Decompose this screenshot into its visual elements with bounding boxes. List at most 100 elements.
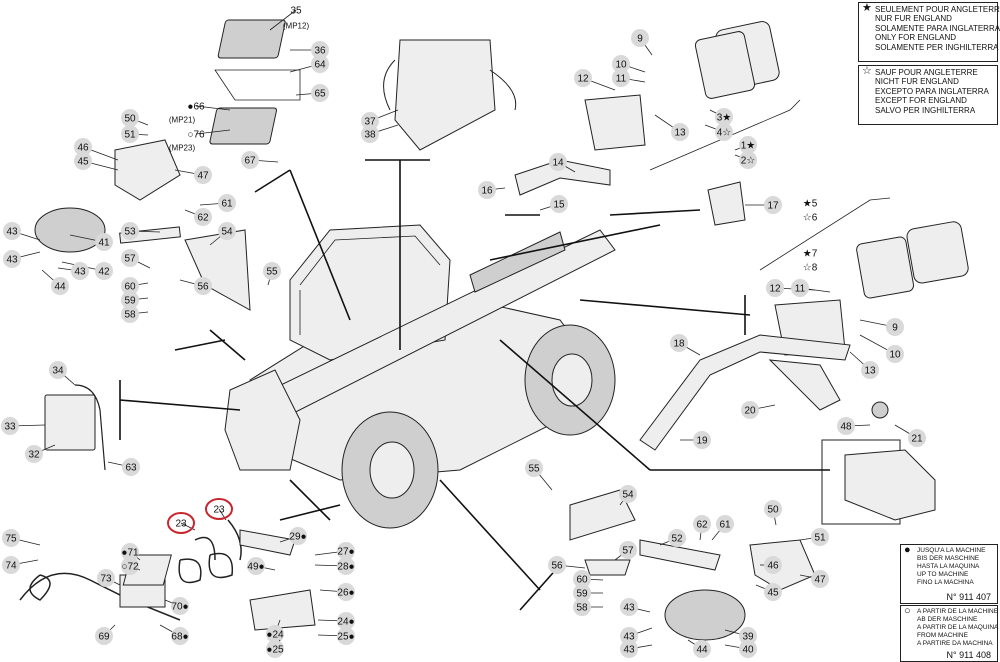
callout-c46b: 46 — [760, 556, 782, 574]
callout-c11a: 11 — [612, 69, 646, 87]
callout-bubble — [620, 598, 638, 616]
callout-bubble — [97, 569, 115, 587]
callout-number: 16 — [481, 186, 493, 197]
callout-c25b: 25● — [317, 627, 355, 645]
callout-number: 49● — [247, 562, 264, 573]
callout-c28: 28● — [314, 557, 355, 575]
legend-line: SEULEMENT POUR ANGLETERRE — [875, 5, 1000, 14]
callout-number: 58 — [124, 310, 136, 321]
callout-number: 11 — [616, 74, 627, 85]
callout-number: 60 — [124, 282, 136, 293]
callout-c37: 37 — [361, 109, 399, 130]
callout-c33: 33 — [1, 417, 46, 435]
callout-number: 28● — [337, 562, 354, 573]
callout-number: (MP23) — [169, 144, 196, 153]
callout-number: 43 — [74, 267, 86, 278]
callout-bubble — [337, 612, 355, 630]
legend-line: AB DER MASCHINE — [917, 616, 978, 623]
callout-number: 38 — [364, 130, 376, 141]
callout-number: 56 — [197, 282, 209, 293]
callout-c44b: 44 — [687, 639, 711, 658]
callout-bubble — [121, 305, 139, 323]
callout-bubble — [218, 194, 236, 212]
callout-number: 10 — [615, 60, 627, 71]
callout-c5: ★5 — [803, 199, 818, 210]
callout-bubble — [693, 515, 711, 533]
callout-number: 35 — [290, 6, 302, 17]
callout-number: 57 — [622, 546, 634, 557]
callout-bubble — [121, 249, 139, 267]
callout-c25a: ●25 — [266, 639, 284, 658]
callout-number: 29● — [289, 532, 306, 543]
callout-number: 34 — [52, 366, 64, 377]
callout-bubble — [2, 556, 20, 574]
legend-line: FROM MACHINE — [917, 632, 968, 639]
callout-bubble — [121, 125, 139, 143]
callout-bubble — [739, 640, 757, 658]
arm-bracket-right — [639, 334, 851, 451]
callout-number: 70● — [171, 602, 188, 613]
callout-c24b: 24● — [317, 612, 355, 630]
callout-number: 73 — [100, 574, 112, 585]
callout-bubble — [525, 459, 543, 477]
callout-number: 44 — [696, 645, 708, 656]
callout-c43b: 43 — [3, 250, 41, 268]
callout-number: 26● — [337, 588, 354, 599]
callout-number: 42 — [98, 267, 110, 278]
legend-line: A PARTIRE DA MACHINA — [917, 640, 993, 647]
callout-bubble — [619, 485, 637, 503]
callout-c58b: 58 — [573, 598, 603, 616]
callout-c49: 49● — [247, 557, 276, 575]
legend-up-to-machine: ● JUSQU'A LA MACHINE BIS DER MASCHINE HA… — [900, 544, 998, 604]
callout-number: 25● — [337, 632, 354, 643]
callout-bubble — [171, 597, 189, 615]
callout-number: ○76 — [187, 130, 205, 141]
callout-number: 61 — [719, 520, 731, 531]
callout-c69: 69 — [95, 624, 116, 645]
callout-c39: 39 — [724, 627, 757, 645]
callout-c9b: 9 — [859, 318, 904, 336]
callout-number: 19 — [696, 436, 708, 447]
callout-bubble — [620, 640, 638, 658]
ecu-modules — [209, 19, 301, 145]
callout-bubble — [121, 277, 139, 295]
callout-number: 51 — [124, 130, 136, 141]
callout-bubble — [791, 279, 809, 297]
callout-bubble — [121, 109, 139, 127]
callout-number: 21 — [911, 434, 923, 445]
callout-c8: ☆8 — [803, 263, 818, 274]
callout-c10b: 10 — [859, 334, 904, 363]
legend-line: EXCEPT FOR ENGLAND — [875, 96, 967, 106]
callout-bubble — [121, 222, 139, 240]
reference-lines — [119, 99, 891, 611]
callout-number: 15 — [553, 200, 565, 211]
callout-c7: ★7 — [803, 249, 818, 260]
callout-c45b: 45 — [755, 583, 782, 601]
callout-bubble — [121, 543, 139, 561]
machine-serial-number: N° 911 408 — [946, 649, 991, 660]
callout-number: 23 — [213, 505, 225, 516]
callout-bubble — [51, 277, 69, 295]
leader-line — [195, 105, 231, 111]
callout-c55a: 55 — [263, 262, 281, 286]
callout-c61b: 61 — [711, 515, 734, 541]
callout-number: 9 — [892, 323, 898, 334]
callout-bubble — [95, 627, 113, 645]
legend-line: JUSQU'A LA MACHINE — [917, 547, 986, 554]
callout-number: ●66 — [187, 102, 205, 113]
legend-line: UP TO MACHINE — [917, 571, 969, 578]
callout-c9a: 9 — [631, 29, 653, 56]
callout-c12a: 12 — [574, 69, 616, 91]
callout-c51a: 51 — [121, 125, 149, 143]
callout-bubble — [337, 557, 355, 575]
callout-bubble — [573, 598, 591, 616]
callout-bubble — [95, 262, 113, 280]
callout-number: 65 — [314, 89, 326, 100]
callout-bubble — [811, 570, 829, 588]
callout-c14: 14 — [549, 153, 576, 173]
callout-c13a: 13 — [654, 114, 689, 141]
valve-block — [383, 39, 517, 151]
callout-bubble — [289, 527, 307, 545]
callout-number: 43 — [623, 645, 635, 656]
